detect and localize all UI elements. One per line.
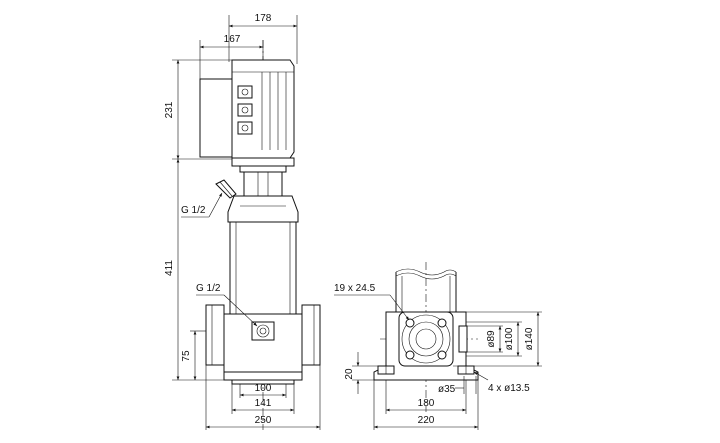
outlet-flange	[301, 304, 321, 366]
front-view: 178 167 231 411 75 G 1/2 G 1/2	[164, 13, 321, 430]
pump-foot	[223, 371, 303, 381]
dim-holes-4x135: 4 x ø13.5	[488, 383, 530, 394]
dim-141: 141	[255, 398, 272, 409]
coupling-housing	[243, 171, 283, 197]
pump-sleeve	[229, 221, 297, 315]
cable-glands	[237, 85, 253, 135]
inlet-flange	[205, 304, 225, 366]
vent-plug	[215, 179, 237, 199]
flange-bolt-holes	[405, 318, 447, 360]
dim-flange-140: ø140	[524, 327, 535, 350]
dim-167: 167	[224, 34, 241, 45]
pump-head	[227, 195, 299, 223]
label-drain-g12: G 1/2	[196, 283, 221, 294]
drain-plug	[251, 321, 275, 341]
motor-flange	[231, 157, 295, 167]
dim-bore-35: ø35	[438, 384, 456, 395]
dim-178: 178	[255, 13, 272, 24]
dim-20: 20	[344, 368, 355, 380]
dim-75: 75	[181, 350, 192, 362]
label-slot-19x24: 19 x 24.5	[334, 283, 376, 294]
dim-100: 100	[255, 383, 272, 394]
dim-bolt-89: ø89	[486, 330, 497, 348]
dim-250: 250	[255, 415, 272, 426]
dim-220: 220	[418, 415, 435, 426]
side-view: 19 x 24.5 20 ø35 4 x ø13.5 180 220	[334, 262, 542, 430]
dim-flange-100: ø100	[504, 327, 515, 350]
dim-180: 180	[418, 398, 435, 409]
dim-231: 231	[164, 101, 175, 118]
dim-411: 411	[164, 260, 175, 276]
label-vent-g12: G 1/2	[181, 205, 206, 216]
